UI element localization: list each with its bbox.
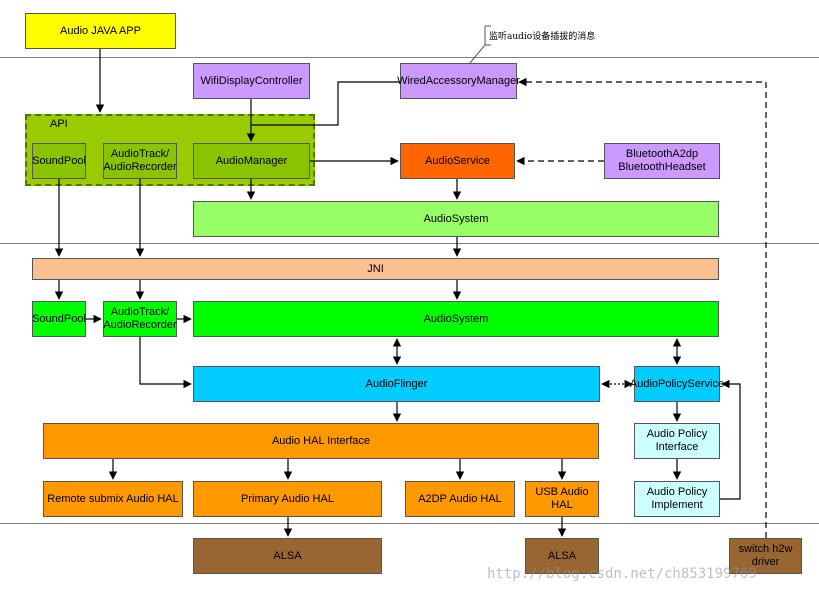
- a2dp-audio-hal-box: A2DP Audio HAL: [405, 481, 515, 517]
- audio-service-box: AudioService: [400, 143, 515, 179]
- audio-hal-interface-box: Audio HAL Interface: [43, 423, 599, 459]
- audio-policy-service-box: AudioPolicyService: [630, 366, 724, 402]
- jni-box: JNI: [32, 258, 719, 280]
- audio-system-java-box: AudioSystem: [193, 201, 719, 237]
- dashed-arrow-switch-to-wired: [518, 77, 767, 538]
- audio-system-native-box: AudioSystem: [193, 301, 719, 337]
- arrow-wired-to-audiomanager: [251, 81, 400, 126]
- remote-submix-hal-box: Remote submix Audio HAL: [43, 481, 183, 517]
- alsa-primary-box: ALSA: [193, 538, 382, 574]
- alsa-usb-box: ALSA: [525, 538, 599, 574]
- top-note: 监听audio设备插拔的消息: [489, 32, 596, 42]
- layer-separator: [0, 57, 819, 58]
- arrow-audiotrack-to-audioflinger: [139, 337, 192, 389]
- usb-audio-hal-box: USB Audio HAL: [525, 481, 599, 517]
- layer-separator: [0, 523, 819, 524]
- note-callout: [469, 26, 486, 64]
- audiotrack-native-box: AudioTrack/ AudioRecorder: [103, 301, 177, 337]
- layer-separator: [0, 243, 819, 244]
- audio-flinger-box: AudioFlinger: [193, 366, 600, 402]
- bluetooth-box: BluetoothA2dp BluetoothHeadset: [604, 143, 720, 179]
- audiotrack-java-box: AudioTrack/ AudioRecorder: [103, 143, 177, 179]
- soundpool-native-box: SoundPool: [32, 301, 86, 337]
- switch-driver-box: switch h2w driver: [729, 538, 802, 574]
- wired-accessory-manager-box: WiredAccessoryManager: [397, 63, 520, 99]
- audio-manager-box: AudioManager: [193, 143, 310, 179]
- audio-java-app-box: Audio JAVA APP: [25, 13, 176, 49]
- primary-audio-hal-box: Primary Audio HAL: [193, 481, 382, 517]
- wifi-display-controller-box: WifiDisplayController: [193, 63, 310, 99]
- audio-policy-interface-box: Audio Policy Interface: [634, 423, 720, 459]
- soundpool-java-box: SoundPool: [32, 143, 86, 179]
- audio-policy-implement-box: Audio Policy Implement: [634, 481, 720, 517]
- watermark: http://blog.csdn.net/ch853199769: [487, 566, 757, 582]
- arrow-implement-to-policyservice: [720, 379, 741, 500]
- api-group-label: API: [50, 118, 68, 130]
